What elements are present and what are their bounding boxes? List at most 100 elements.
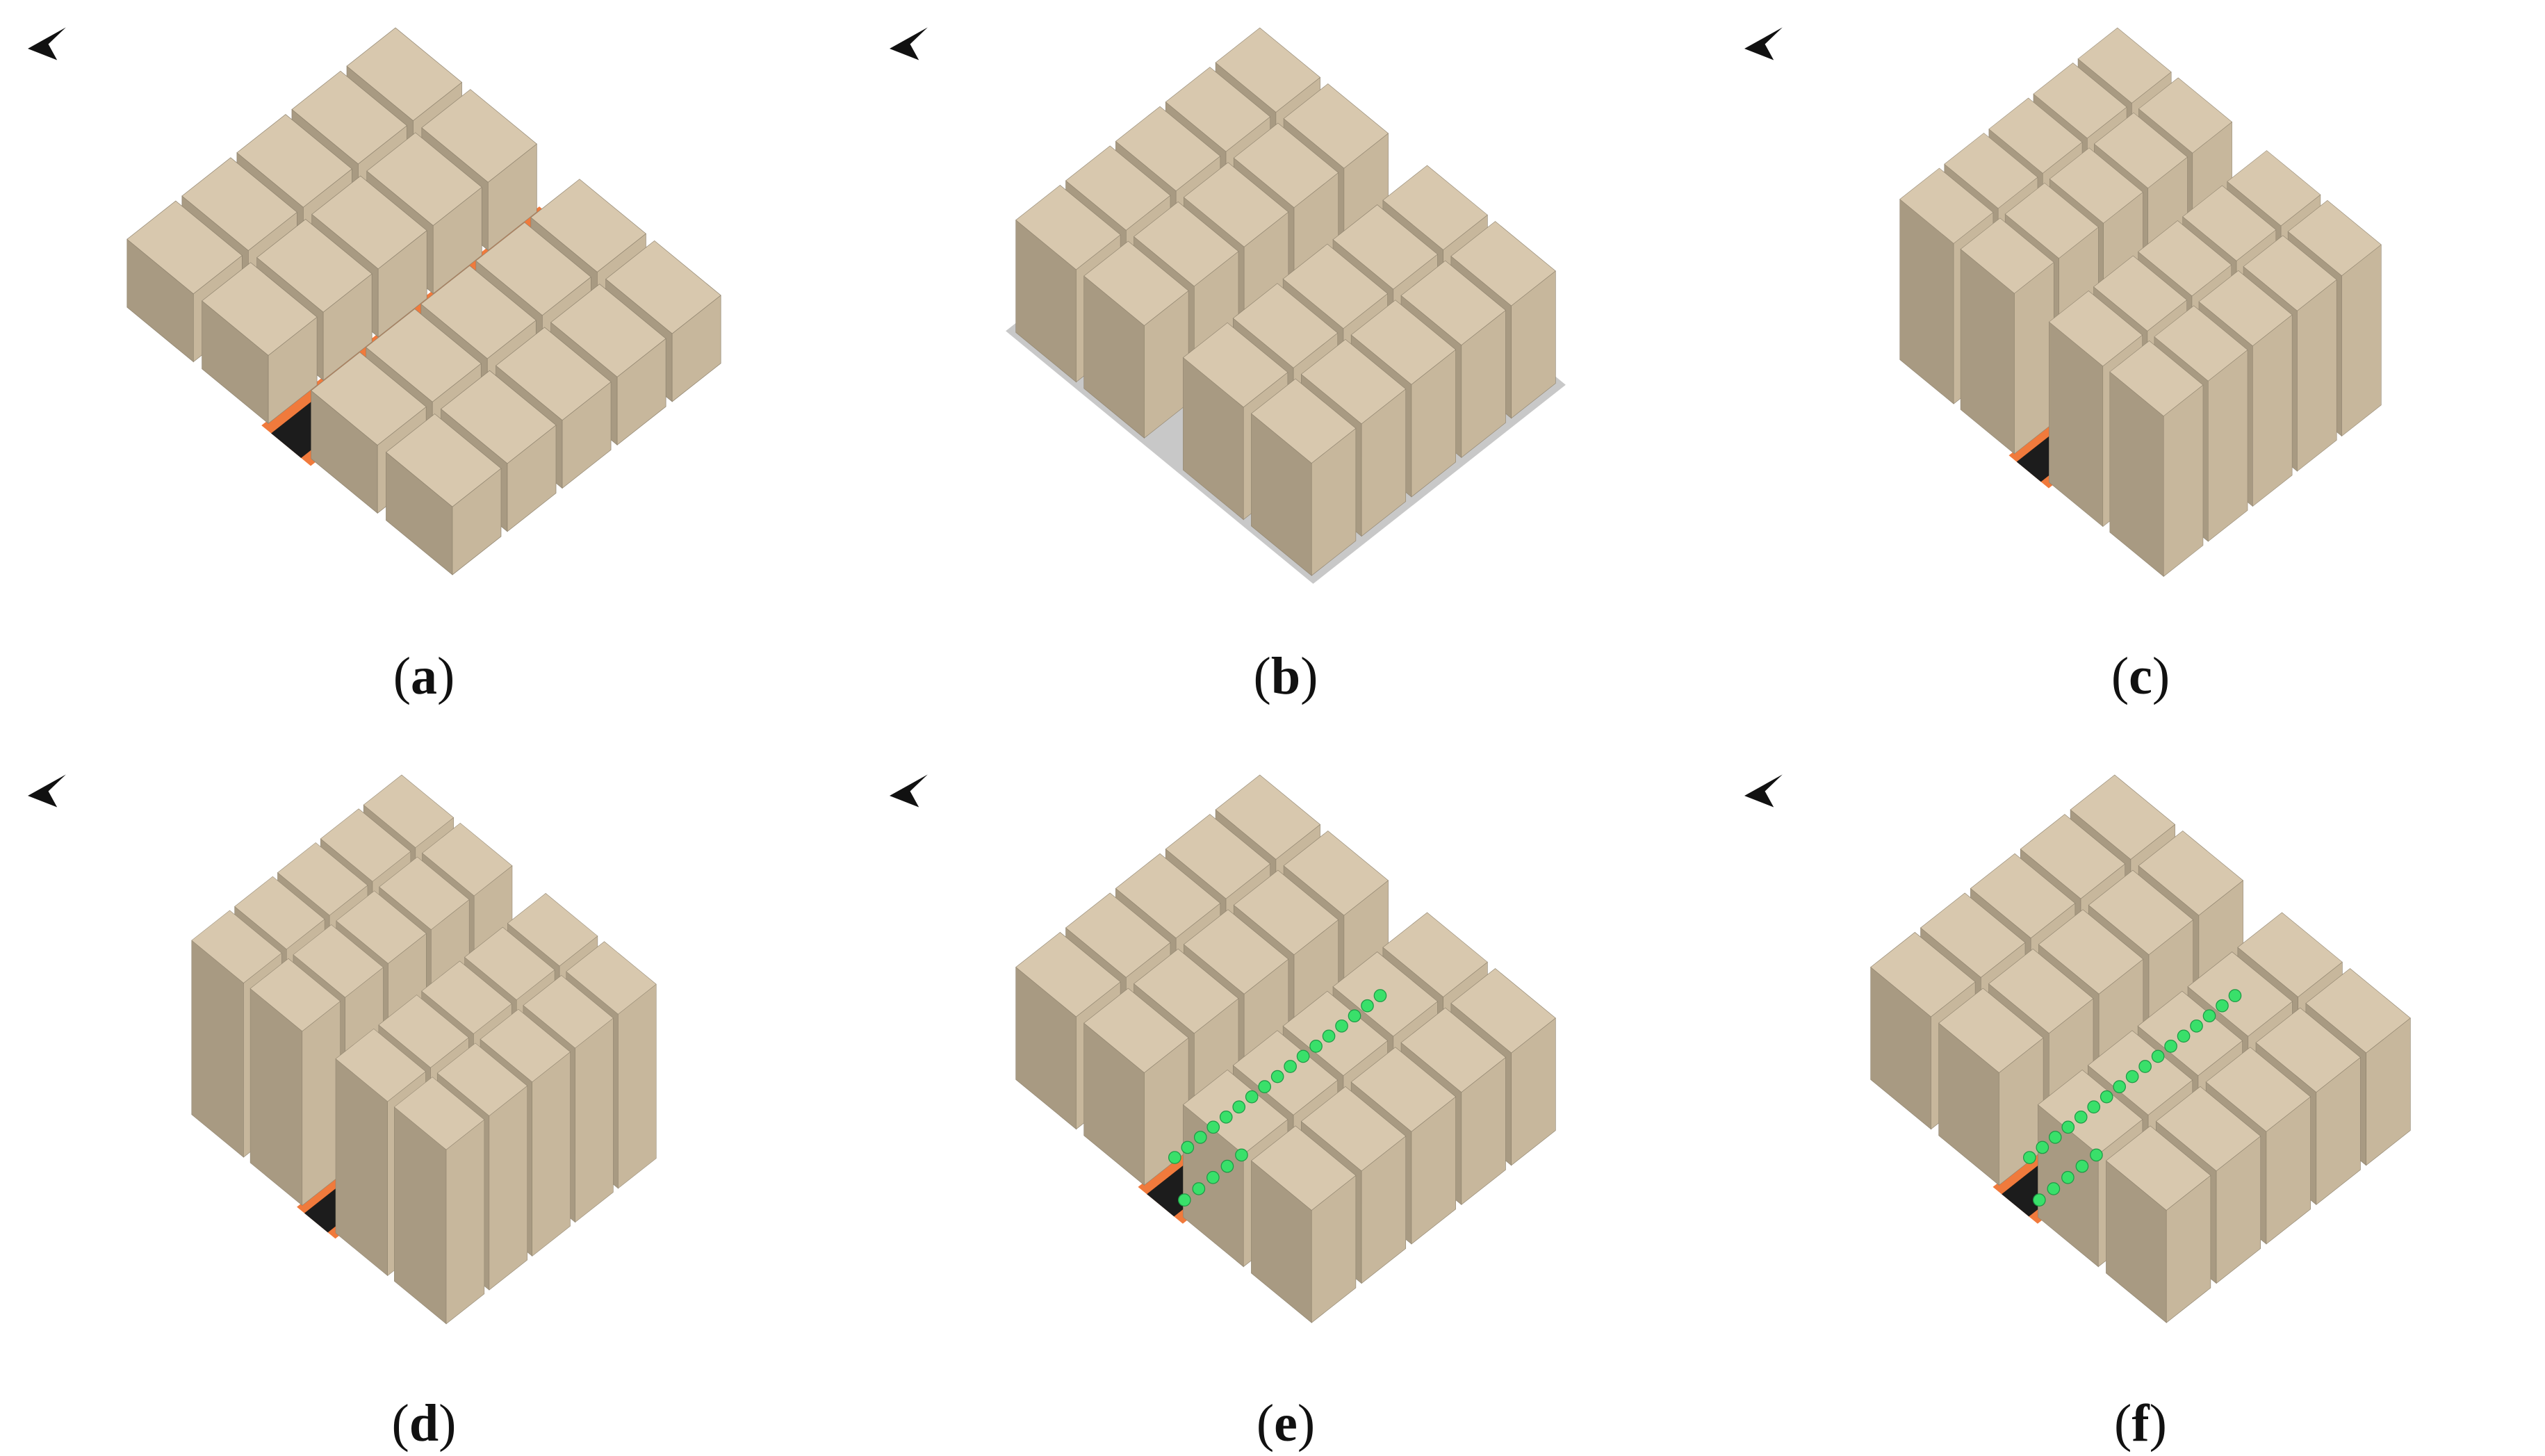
building-face-right xyxy=(2252,314,2293,507)
building-roof xyxy=(2227,150,2321,227)
building-face-right xyxy=(2014,261,2054,455)
building-roof xyxy=(1015,932,1121,1017)
building-roof xyxy=(422,823,513,897)
building-roof xyxy=(363,774,455,848)
building-face-right xyxy=(2341,244,2382,437)
tree xyxy=(2087,1100,2101,1114)
building-roof xyxy=(2155,1086,2261,1172)
building xyxy=(1083,988,1189,1186)
building-roof xyxy=(1970,853,2076,939)
building-roof xyxy=(311,352,427,446)
building-roof xyxy=(1332,204,1438,290)
street-canyon-model-c xyxy=(1744,27,2391,584)
panel-caption-f: (f) xyxy=(2114,1394,2167,1453)
building-face-right xyxy=(2297,279,2337,472)
building-roof xyxy=(1450,221,1556,306)
building-roof xyxy=(1232,283,1339,368)
tree xyxy=(1177,1193,1191,1206)
street-canyon-model-b xyxy=(890,27,1566,584)
building-roof xyxy=(181,157,297,251)
building-roof xyxy=(421,960,512,1034)
building-roof xyxy=(1450,968,1556,1054)
building-roof xyxy=(379,856,470,931)
north-arrow-shape xyxy=(890,27,928,60)
building-roof xyxy=(346,27,463,122)
building-roof xyxy=(420,265,537,359)
tree xyxy=(1220,1159,1234,1173)
building-roof xyxy=(320,808,411,882)
building-roof xyxy=(436,1042,528,1116)
building-roof xyxy=(2154,305,2248,382)
panel-caption-a: (a) xyxy=(393,647,455,705)
building-roof xyxy=(1350,1047,1457,1132)
building-roof xyxy=(291,70,408,165)
building-roof xyxy=(1183,162,1289,247)
building-roof xyxy=(1944,133,2038,209)
building-face-right xyxy=(2163,384,2204,578)
building-roof xyxy=(2038,909,2144,995)
building xyxy=(393,1077,485,1325)
building-roof xyxy=(1083,240,1189,326)
building-roof xyxy=(1233,869,1339,956)
building-roof xyxy=(1899,167,1994,244)
building xyxy=(1250,1125,1357,1323)
building-roof xyxy=(2049,147,2143,224)
street-canyon-model-e xyxy=(890,774,1566,1331)
building-roof xyxy=(507,893,598,967)
tree xyxy=(1373,989,1387,1002)
tree xyxy=(1270,1070,1284,1083)
building-roof xyxy=(480,1008,571,1083)
model-scene xyxy=(1006,27,1566,584)
building-face-right xyxy=(445,1119,485,1325)
building-roof xyxy=(1300,338,1407,425)
tree xyxy=(1348,1009,1361,1023)
building-roof xyxy=(1015,185,1121,270)
building-roof xyxy=(1250,378,1357,464)
tree xyxy=(1284,1060,1297,1073)
building-roof xyxy=(236,114,352,208)
building-roof xyxy=(2105,1125,2211,1211)
building-roof xyxy=(366,309,482,402)
building-roof xyxy=(2093,112,2188,189)
building-roof xyxy=(1233,122,1339,208)
building-roof xyxy=(1134,202,1239,287)
building-roof xyxy=(393,1077,485,1150)
tree xyxy=(2216,999,2229,1013)
tree xyxy=(2190,1019,2203,1033)
street-canyon-model-f xyxy=(1744,774,2421,1331)
building-face-right xyxy=(489,1085,527,1291)
building-roof xyxy=(421,89,537,183)
model-scene xyxy=(1860,774,2421,1331)
building-roof xyxy=(1382,912,1488,997)
building xyxy=(385,414,502,575)
tree xyxy=(2202,1009,2216,1023)
building-roof xyxy=(475,222,591,316)
building-roof xyxy=(2093,255,2188,332)
building-roof xyxy=(530,179,646,272)
north-arrow-shape xyxy=(890,774,928,808)
tree xyxy=(2061,1170,2075,1184)
building-roof xyxy=(1382,165,1488,250)
building-roof xyxy=(2182,185,2277,261)
building-roof xyxy=(1350,300,1457,385)
tree xyxy=(2228,989,2242,1002)
building xyxy=(202,262,318,425)
tree xyxy=(1322,1029,1336,1043)
north-arrow-icon xyxy=(1744,27,1783,60)
model-scene xyxy=(1890,27,2391,584)
panel-caption-e: (e) xyxy=(1256,1394,1316,1453)
building-roof xyxy=(191,910,282,983)
building-roof xyxy=(1115,853,1221,939)
tree xyxy=(2113,1080,2127,1093)
building-roof xyxy=(1115,106,1221,192)
building-roof xyxy=(1250,1125,1357,1211)
building-roof xyxy=(2198,270,2293,347)
building-roof xyxy=(2138,831,2244,916)
building-roof xyxy=(1920,892,2026,978)
tree xyxy=(2036,1140,2049,1154)
building xyxy=(1083,240,1189,439)
building-roof xyxy=(378,995,469,1068)
building-roof xyxy=(293,924,384,998)
tree xyxy=(1232,1100,1246,1114)
building-roof xyxy=(1215,27,1321,113)
